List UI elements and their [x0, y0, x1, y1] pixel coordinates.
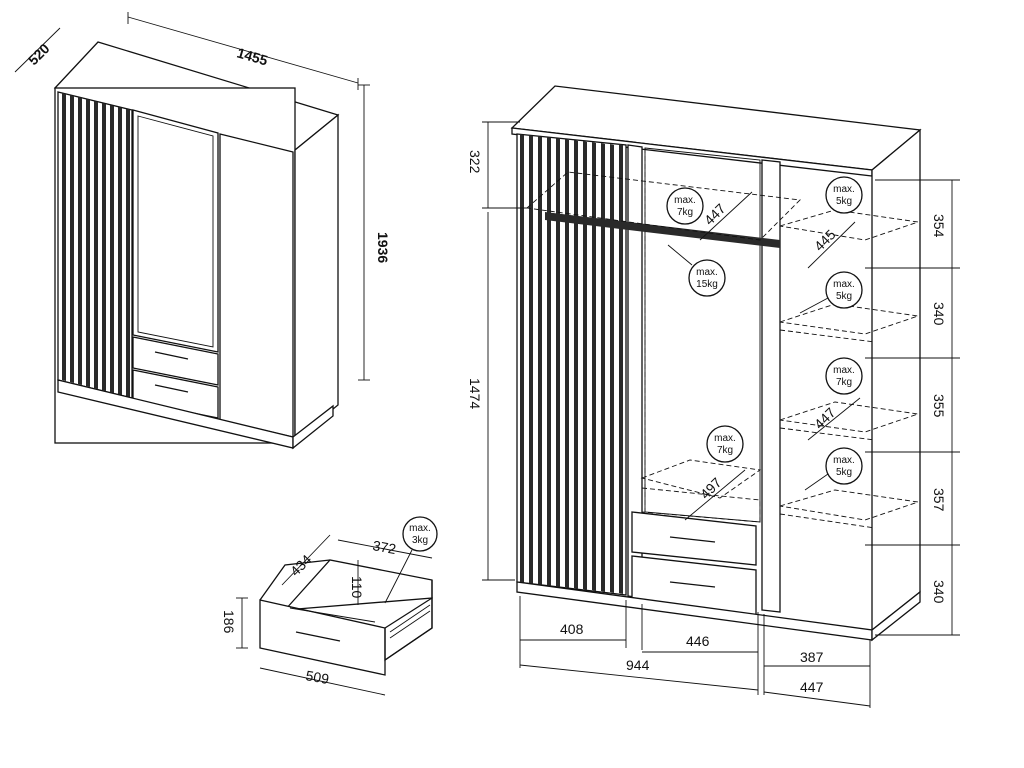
main-slat-door: [516, 133, 627, 596]
rail-load-bubble: [688, 259, 726, 297]
svg-text:5kg: 5kg: [836, 196, 852, 207]
bottom-right-outer-label: 447: [800, 679, 824, 695]
main-load-bubbles: max. 7kg max. 15kg max. 7kg max. 5kg max…: [666, 176, 863, 491]
bottom-right-inner-label: 387: [800, 649, 824, 665]
right-shelf-1: [779, 209, 919, 241]
svg-text:max.: max.: [833, 279, 855, 290]
right-height-1-label: 354: [931, 214, 947, 238]
overview-mirror-door: [132, 109, 219, 353]
bottom-left-width-label: 408: [560, 621, 584, 637]
left-vertical-dimensions: 322 1474: [467, 121, 530, 581]
right-shelf-3: [779, 401, 919, 433]
drawer-runner: [389, 604, 431, 633]
bottom-dimensions: 408 446 944 387 447: [519, 596, 871, 708]
bottom-combined-width-label: 944: [626, 657, 650, 673]
main-right-panel: [871, 128, 921, 632]
svg-text:max.: max.: [833, 184, 855, 195]
svg-text:5kg: 5kg: [836, 291, 852, 302]
overview-slats: [62, 93, 130, 397]
svg-text:max.: max.: [696, 267, 718, 278]
overview-plinth-side: [292, 404, 334, 450]
left-top-depth-label: 447: [701, 200, 729, 228]
main-drawer-1: [631, 511, 757, 566]
drawer-bottom-width-label: 509: [304, 667, 330, 687]
overview-drawer-2: [132, 369, 219, 419]
right-load-bubble-2: [825, 271, 863, 309]
svg-text:max.: max.: [833, 455, 855, 466]
left-top-shelf: [525, 171, 801, 241]
svg-text:5kg: 5kg: [836, 467, 852, 478]
right-load-bubble-4: [825, 447, 863, 485]
drawer-width-label: 372: [371, 537, 397, 557]
right-load-bubble-1: [825, 176, 863, 214]
overview-dimensions: 1455 520 1936: [14, 12, 391, 381]
bottom-middle-width-label: 446: [686, 633, 710, 649]
right-height-4-label: 357: [931, 488, 947, 512]
overview-side: [294, 113, 339, 442]
overview-handle-1: [154, 351, 189, 360]
svg-text:7kg: 7kg: [677, 207, 693, 218]
main-slats: [520, 134, 623, 594]
drawer-front-height-label: 186: [221, 610, 237, 634]
right-height-2-label: 340: [931, 302, 947, 326]
overview-mirror: [137, 115, 214, 348]
overview-width-label: 1455: [235, 45, 270, 69]
right-shelf-2: [779, 303, 919, 335]
left-lower-shelf: [640, 459, 762, 499]
overview-handle-2: [154, 384, 189, 393]
overview-right-door: [219, 133, 294, 438]
svg-text:7kg: 7kg: [836, 377, 852, 388]
right-height-5-label: 340: [931, 580, 947, 604]
svg-text:7kg: 7kg: [717, 445, 733, 456]
right-height-3-label: 355: [931, 394, 947, 418]
drawer-load-bubble: [402, 516, 438, 552]
right-top-depth-label: 445: [811, 226, 839, 254]
svg-text:max.: max.: [714, 433, 736, 444]
drawer-detail: max. 3kg: [259, 516, 438, 676]
overview-wardrobe: [53, 41, 340, 450]
left-bottom-load-bubble: [706, 425, 744, 463]
drawer-load-max: max.: [409, 523, 431, 534]
hanging-rail: [545, 212, 780, 248]
right-vertical-dimensions: 354 340 355 357 340: [865, 179, 960, 636]
drawer-load-weight: 3kg: [412, 535, 428, 546]
left-top-load-bubble: [666, 187, 704, 225]
top-height-label: 322: [467, 150, 483, 174]
hanging-height-label: 1474: [467, 378, 483, 409]
drawer-inner-height-label: 110: [349, 576, 365, 599]
svg-text:max.: max.: [833, 365, 855, 376]
right-shelf-4: [779, 489, 919, 521]
right-load-bubble-3: [825, 357, 863, 395]
main-center-divider: [761, 159, 781, 613]
overview-depth-label: 520: [25, 40, 53, 68]
overview-height-label: 1936: [375, 232, 391, 263]
drawer-handle: [295, 631, 341, 642]
svg-text:max.: max.: [674, 195, 696, 206]
drawer-left-top: [259, 559, 331, 601]
overview-drawer-1: [132, 336, 219, 386]
main-wardrobe: [510, 85, 922, 642]
drawer-dimensions: 434 372 110 186 509: [221, 534, 433, 696]
svg-text:15kg: 15kg: [696, 279, 718, 290]
